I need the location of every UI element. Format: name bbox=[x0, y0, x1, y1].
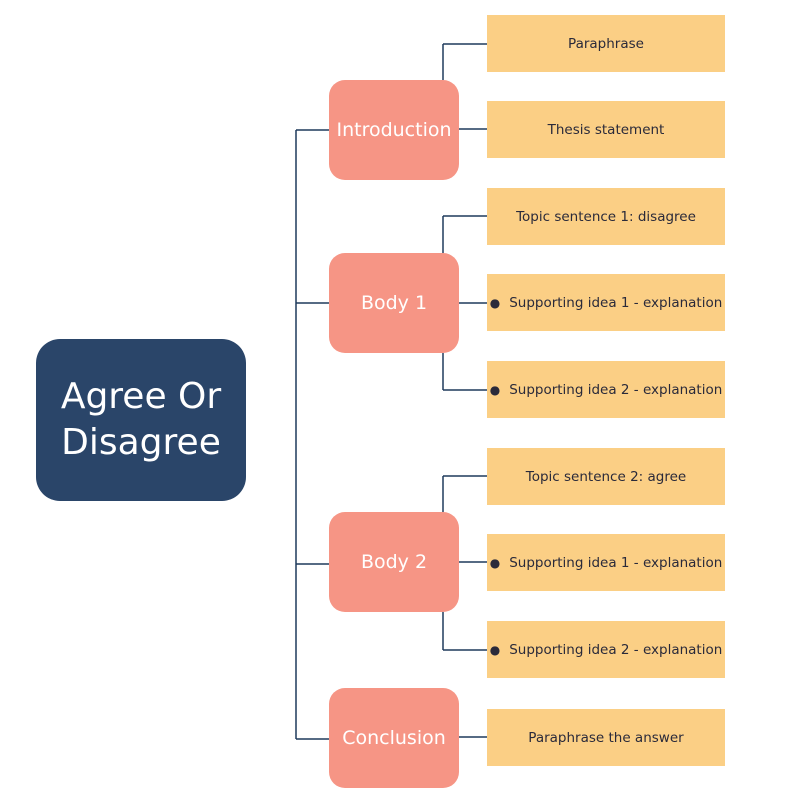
root-node: Agree Or Disagree bbox=[36, 339, 246, 501]
item-text: Topic sentence 2: agree bbox=[525, 468, 687, 485]
item-text: Supporting idea 1 - explanation bbox=[509, 554, 723, 571]
section-node-body-2: Body 2 bbox=[329, 512, 459, 612]
item-paraphrase-the-answer: Paraphrase the answer bbox=[487, 709, 725, 766]
section-label: Body 2 bbox=[360, 551, 428, 573]
bullet-icon: ● bbox=[489, 555, 501, 570]
root-title: Agree Or Disagree bbox=[60, 376, 222, 463]
item-text: Paraphrase bbox=[568, 35, 644, 52]
item-thesis-statement: Thesis statement bbox=[487, 101, 725, 158]
section-label: Conclusion bbox=[342, 727, 446, 749]
item-body1-supporting-idea-1: ● Supporting idea 1 - explanation bbox=[487, 274, 725, 331]
item-text: Supporting idea 2 - explanation bbox=[509, 381, 723, 398]
section-node-introduction: Introduction bbox=[329, 80, 459, 180]
section-node-body-1: Body 1 bbox=[329, 253, 459, 353]
item-text: Supporting idea 1 - explanation bbox=[509, 294, 723, 311]
item-topic-sentence-1: Topic sentence 1: disagree bbox=[487, 188, 725, 245]
item-text: Supporting idea 2 - explanation bbox=[509, 641, 723, 658]
item-text: Thesis statement bbox=[547, 121, 665, 138]
section-label: Body 1 bbox=[360, 292, 428, 314]
section-label: Introduction bbox=[336, 119, 452, 141]
item-body2-supporting-idea-2: ● Supporting idea 2 - explanation bbox=[487, 621, 725, 678]
item-paraphrase: Paraphrase bbox=[487, 15, 725, 72]
bullet-icon: ● bbox=[489, 642, 501, 657]
bullet-icon: ● bbox=[489, 382, 501, 397]
item-body2-supporting-idea-1: ● Supporting idea 1 - explanation bbox=[487, 534, 725, 591]
item-text: Topic sentence 1: disagree bbox=[516, 208, 696, 225]
bullet-icon: ● bbox=[489, 295, 501, 310]
item-text: Paraphrase the answer bbox=[528, 729, 684, 746]
item-topic-sentence-2: Topic sentence 2: agree bbox=[487, 448, 725, 505]
section-node-conclusion: Conclusion bbox=[329, 688, 459, 788]
item-body1-supporting-idea-2: ● Supporting idea 2 - explanation bbox=[487, 361, 725, 418]
